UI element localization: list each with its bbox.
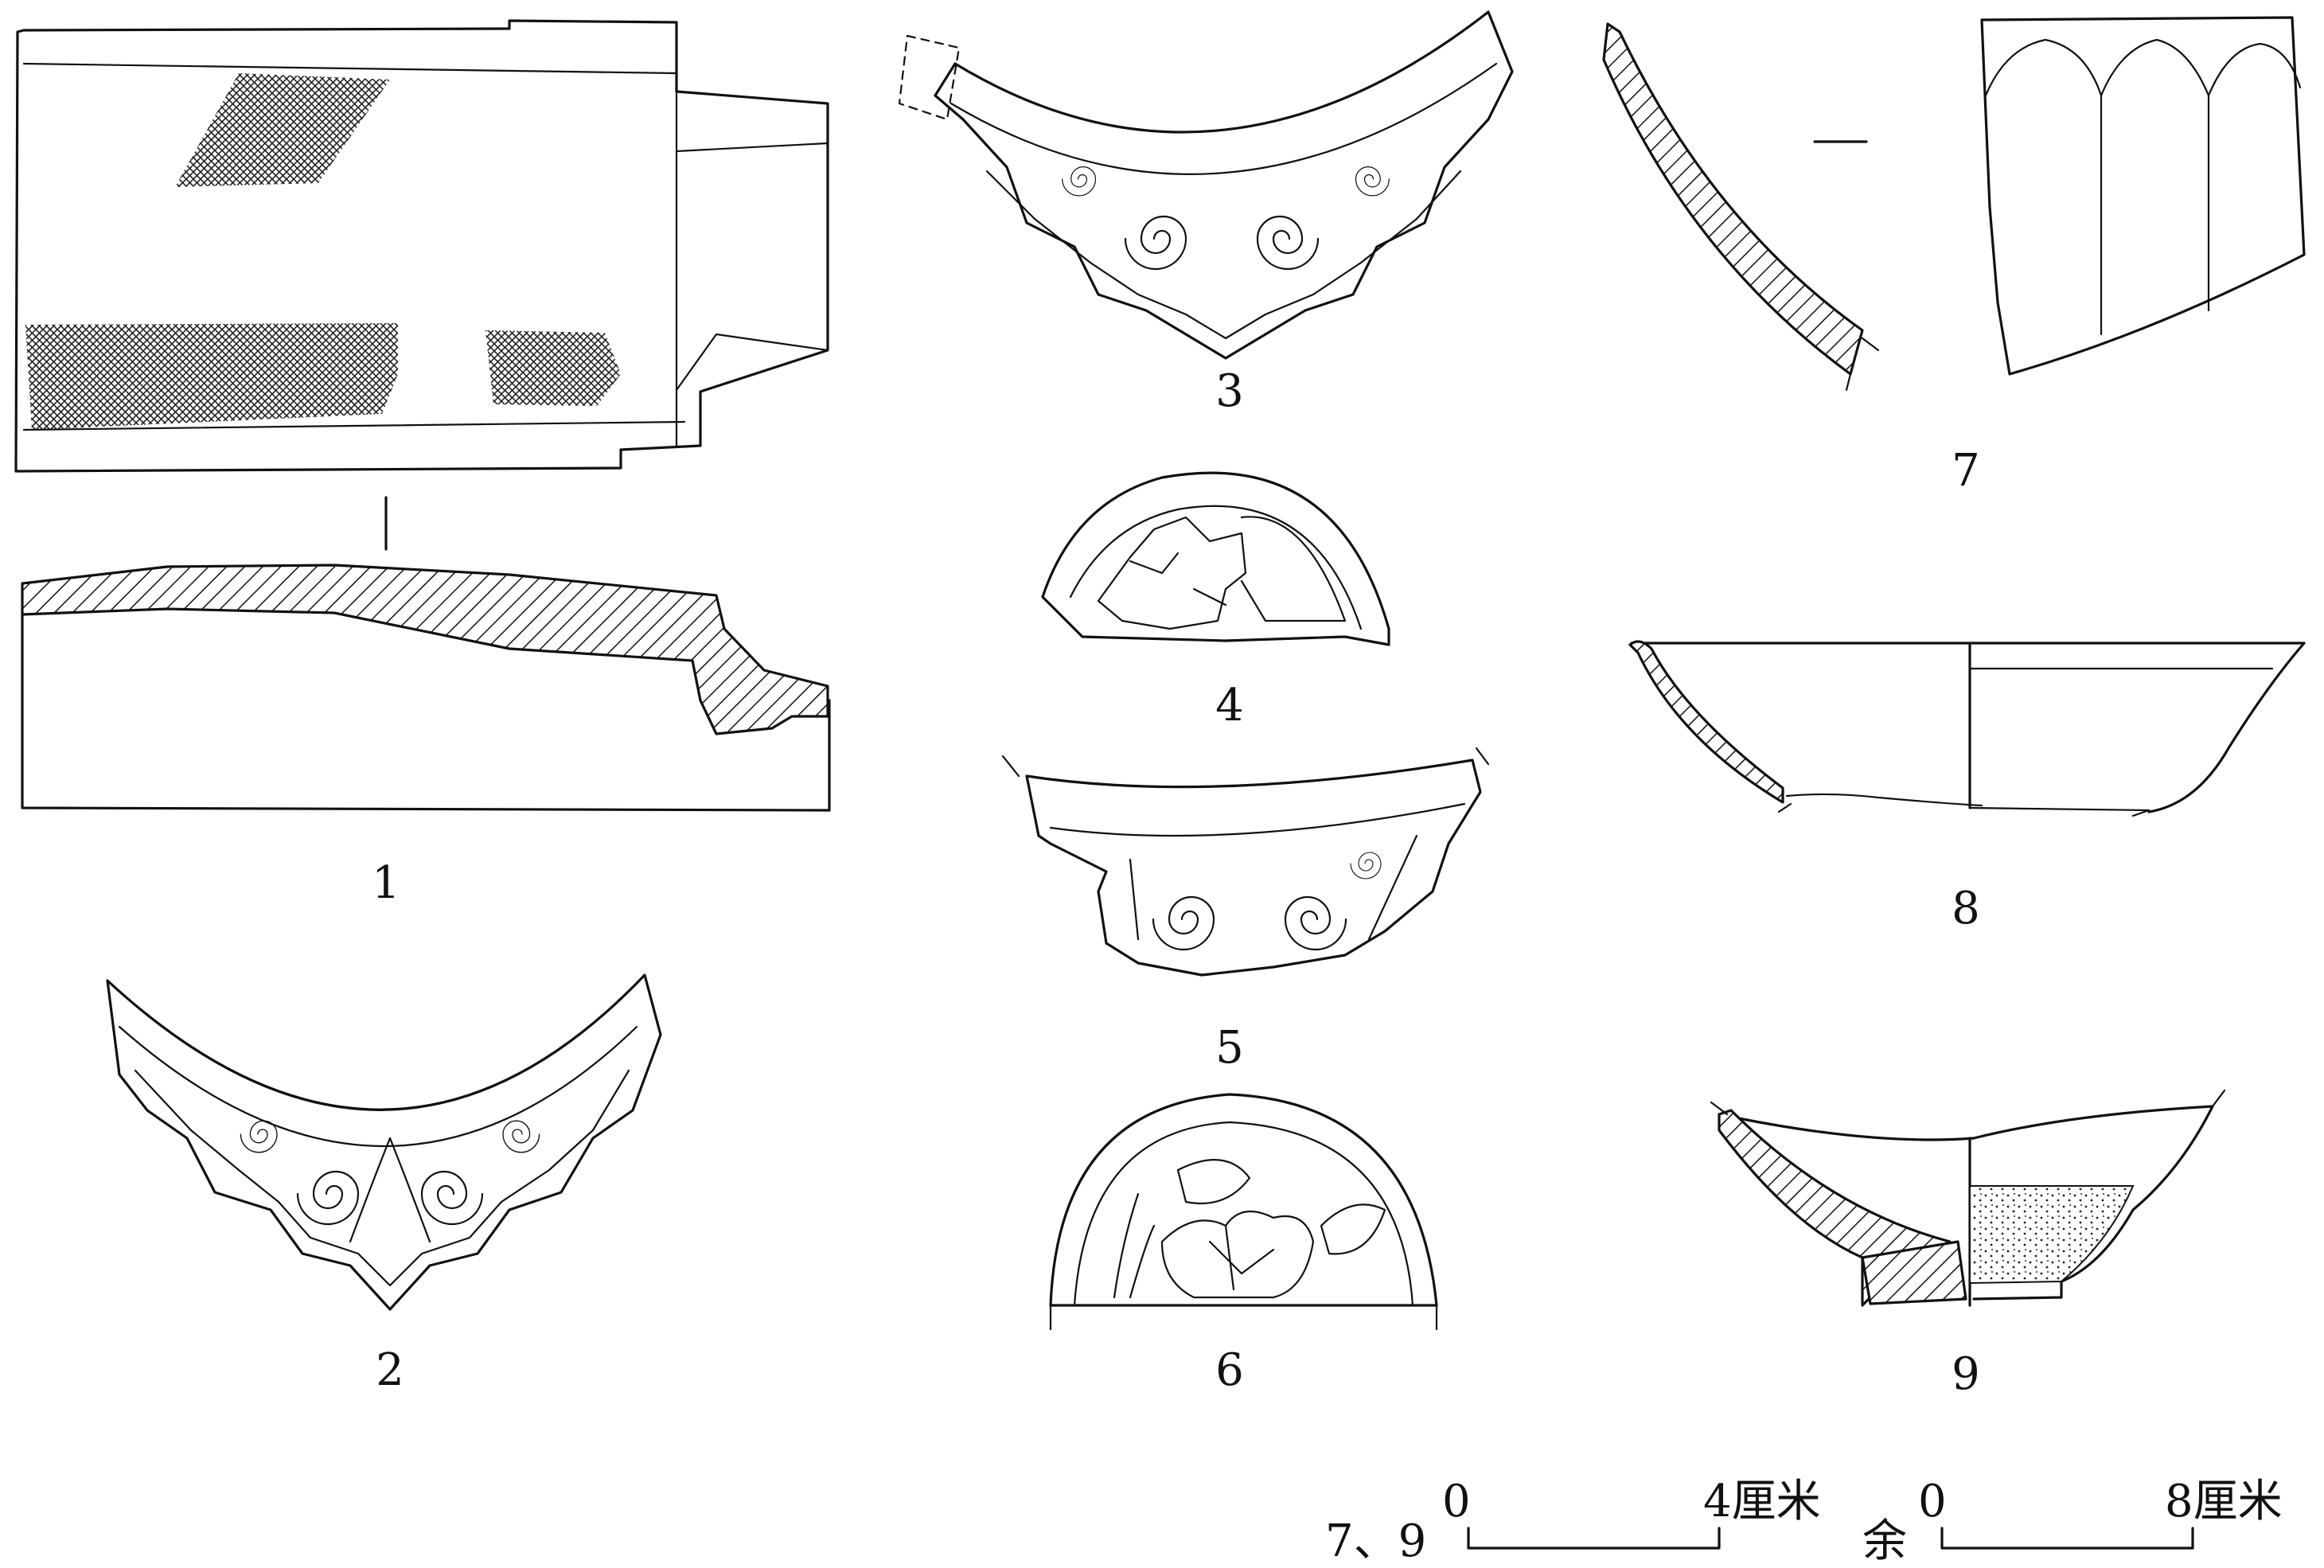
label-5: 5: [1215, 1022, 1244, 1074]
artifact-8-bowl: [1628, 640, 2306, 817]
scale-bar-7-9: 7、9 0 4厘米: [1325, 1476, 1821, 1567]
artifact-7-bowl-fragment: [1602, 16, 2306, 392]
artifact-1-tile: [14, 19, 831, 812]
scale-bar-7-9-prefix: 7、9: [1325, 1515, 1426, 1567]
label-9: 9: [1952, 1348, 1980, 1400]
scale-bar-7-9-end: 4厘米: [1703, 1476, 1821, 1527]
artifact-3-drip-tile: [898, 10, 1514, 360]
label-6: 6: [1215, 1344, 1244, 1396]
label-3: 3: [1215, 365, 1244, 417]
label-8: 8: [1952, 883, 1980, 934]
artifact-9-bowl: [1710, 1089, 2226, 1307]
scale-bar-others-start: 0: [1918, 1476, 1947, 1527]
scale-bar-7-9-start: 0: [1442, 1476, 1471, 1527]
artifact-6-tile-end: [1049, 1093, 1438, 1331]
artifact-5-drip-tile: [1001, 747, 1490, 977]
artifact-4-tile-end: [1041, 471, 1390, 646]
label-4: 4: [1215, 680, 1244, 731]
label-7: 7: [1952, 445, 1980, 497]
scale-bar-others-prefix: 余: [1862, 1515, 1907, 1567]
label-1: 1: [372, 857, 400, 909]
scale-bar-others: 余 0 8厘米: [1862, 1476, 2283, 1567]
scale-bar-others-end: 8厘米: [2165, 1476, 2283, 1527]
artifact-2-drip-tile: [106, 973, 662, 1311]
label-2: 2: [376, 1344, 404, 1396]
